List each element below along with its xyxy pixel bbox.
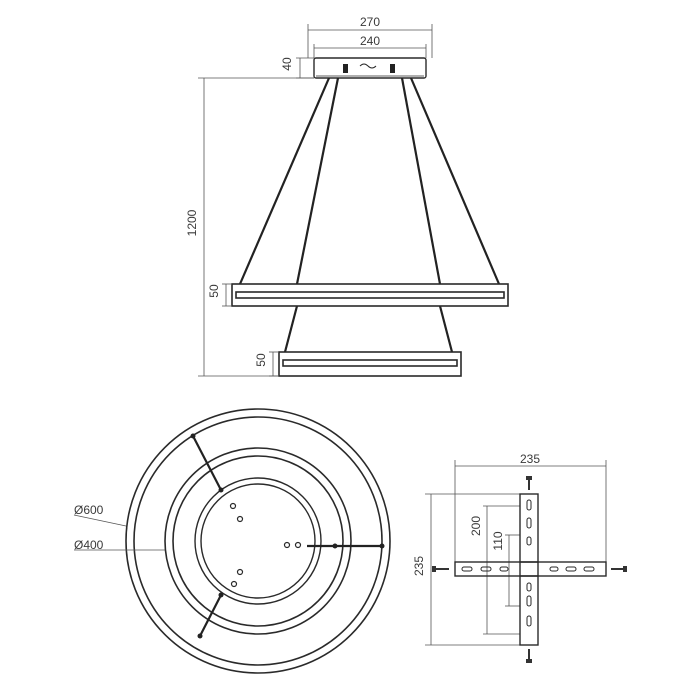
bracket-slots: [461, 499, 595, 627]
dim-total-height: 1200: [185, 77, 314, 377]
bracket-width-label: 235: [520, 452, 540, 466]
dim-bracket-height: 235: [412, 493, 520, 646]
cross-bracket: [454, 493, 607, 646]
upper-ring: [231, 283, 509, 307]
bracket-view: 235 235 200 110: [412, 452, 627, 663]
canopy-plate: [194, 477, 322, 605]
total-height-label: 1200: [185, 209, 199, 236]
dim-outer-diameter: Ø600: [73, 503, 127, 527]
screw-top-icon: [526, 476, 532, 490]
dim-bracket-200: 200: [469, 505, 520, 635]
canopy-inner-width-label: 240: [360, 34, 380, 48]
dim-lower-ring-height: 50: [254, 351, 279, 377]
dim-canopy-outer: 270: [307, 15, 433, 58]
upper-ring-height-label: 50: [207, 284, 221, 298]
screw-bottom-icon: [526, 649, 532, 663]
canopy-outer-width-label: 270: [360, 15, 380, 29]
suspension-cables: [238, 77, 501, 353]
screw-left-icon: [432, 566, 449, 572]
dim-canopy-height: 40: [280, 57, 314, 79]
screw-icons: [432, 476, 627, 663]
dim-canopy-inner: 240: [313, 34, 427, 58]
outer-diameter-label: Ø600: [74, 503, 104, 517]
screw-right-icon: [611, 566, 627, 572]
dim-bracket-110: 110: [491, 531, 520, 607]
side-view: 270 240 40: [185, 15, 509, 377]
top-view: Ø600 Ø400: [73, 408, 391, 674]
lower-ring: [278, 351, 462, 377]
mount-holes: [229, 502, 302, 588]
bracket-height-label: 235: [412, 556, 426, 576]
bracket-110-label: 110: [491, 531, 505, 550]
canopy: [313, 57, 427, 79]
inner-diameter-label: Ø400: [74, 538, 104, 552]
dim-bracket-width: 235: [454, 452, 607, 562]
canopy-height-label: 40: [280, 57, 294, 71]
dim-inner-diameter: Ø400: [74, 538, 165, 552]
outer-ring: [125, 408, 391, 674]
inner-ring: [164, 447, 352, 635]
bracket-200-label: 200: [469, 516, 483, 536]
radial-cables: [190, 433, 385, 639]
dim-upper-ring-height: 50: [207, 283, 232, 307]
lower-ring-height-label: 50: [254, 353, 268, 367]
